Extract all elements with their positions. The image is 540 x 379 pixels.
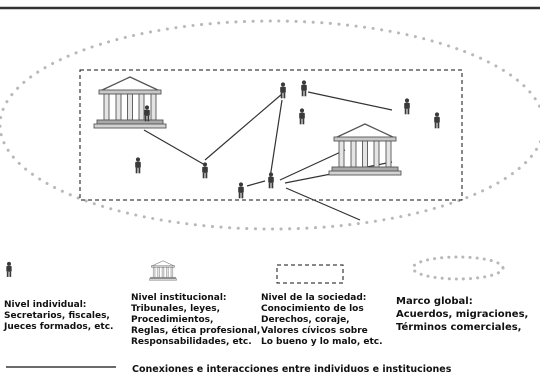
legend-institutional-line: Responsabilidades, etc. xyxy=(131,337,252,347)
legend-individual-line: Nivel individual: xyxy=(4,300,87,310)
legend-individual: Nivel individual: Secretarios, fiscales,… xyxy=(4,300,113,333)
legend-society-line: Valores cívicos sobre xyxy=(261,326,368,336)
person-icon xyxy=(238,182,244,199)
person-icon xyxy=(280,82,286,99)
legend-institutional-line: Reglas, ética profesional, xyxy=(131,326,261,336)
legend-institutional-line: Tribunales, leyes, xyxy=(131,304,221,314)
connection-line xyxy=(269,99,283,179)
legend-dotted-ellipse xyxy=(411,255,505,281)
legend-institutional-line: Nivel institucional: xyxy=(131,293,227,303)
connection-line xyxy=(279,149,346,181)
legend-individual-line: Secretarios, fiscales, xyxy=(4,311,110,321)
connection-line xyxy=(204,93,283,161)
connection-line xyxy=(246,180,266,187)
legend-global-line: Acuerdos, migraciones, xyxy=(396,309,529,320)
legend-temple-icon xyxy=(149,260,177,281)
person-icon xyxy=(202,162,208,179)
global-dotted-ellipse xyxy=(0,19,540,231)
legend-society-line: Lo bueno y lo malo, etc. xyxy=(261,337,383,347)
legend-global: Marco global: Acuerdos, migraciones, Tér… xyxy=(396,295,528,334)
legend-institutional-line: Procedimientos, xyxy=(131,315,214,325)
institution-temple-icon xyxy=(328,123,402,176)
legend-global-line: Marco global: xyxy=(396,296,473,307)
caption-text: Conexiones e interacciones entre individ… xyxy=(132,364,452,375)
legend-society: Nivel de la sociedad: Conocimiento de lo… xyxy=(261,293,383,348)
person-icon xyxy=(301,80,307,97)
person-icon xyxy=(404,98,410,115)
connection-line xyxy=(143,129,206,166)
legend-society-line: Conocimiento de los xyxy=(261,304,364,314)
legend-society-line: Derechos, coraje, xyxy=(261,315,350,325)
legend-global-line: Términos comerciales, xyxy=(396,322,522,333)
legend-dashed-box xyxy=(276,264,344,284)
person-icon xyxy=(144,105,150,122)
person-icon xyxy=(299,108,305,125)
connection-lines xyxy=(143,91,393,221)
person-icon xyxy=(434,112,440,129)
institution-temple-icon xyxy=(93,76,167,129)
society-dashed-box xyxy=(79,69,463,201)
legend-institutional: Nivel institucional: Tribunales, leyes, … xyxy=(131,293,260,348)
person-icon xyxy=(268,172,274,189)
legend-individual-line: Jueces formados, etc. xyxy=(4,322,114,332)
legend-person-icon xyxy=(6,261,12,277)
connection-line xyxy=(307,91,393,111)
connection-line xyxy=(285,187,361,221)
person-icon xyxy=(135,157,141,174)
legend-society-line: Nivel de la sociedad: xyxy=(261,293,367,303)
